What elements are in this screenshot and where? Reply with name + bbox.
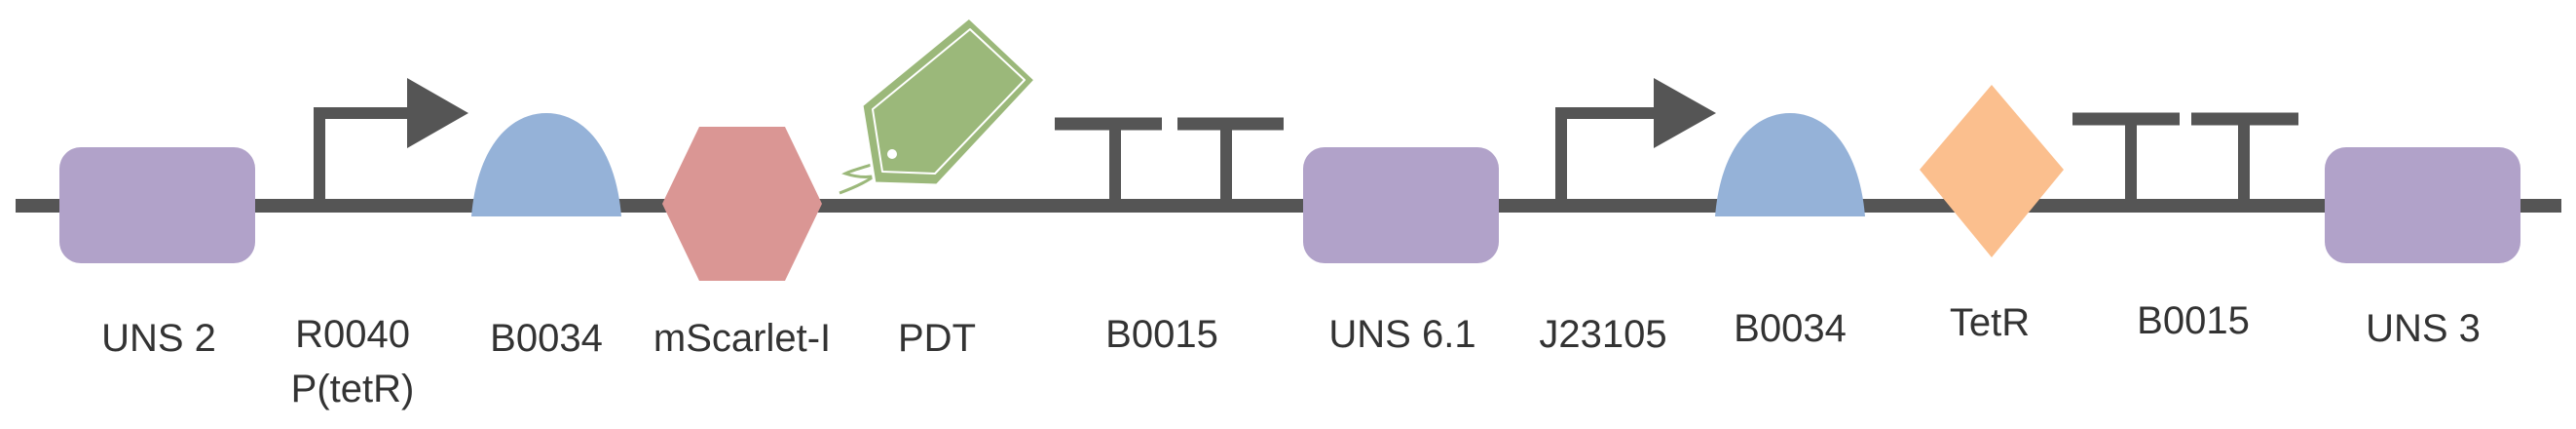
diamond-icon	[1920, 85, 2064, 257]
hexagon-icon	[662, 127, 822, 281]
part-label-uns61: UNS 6.1	[1328, 313, 1475, 356]
part-label-uns2: UNS 2	[101, 317, 216, 360]
part-label-pdt: PDT	[898, 317, 976, 360]
promoter-arrow-icon	[314, 78, 468, 206]
b0034a-part: B0034	[471, 113, 621, 360]
j23105-part: J23105	[1539, 78, 1716, 356]
part-label-b0034a: B0034	[490, 317, 603, 360]
uns3-part: UNS 3	[2325, 147, 2520, 350]
uns2-part: UNS 2	[59, 147, 255, 360]
part-label-b0015a: B0015	[1105, 313, 1218, 356]
uns61-part: UNS 6.1	[1303, 147, 1499, 356]
part-label-mscarlet: mScarlet-I	[653, 317, 831, 360]
rbs-dome-icon	[1715, 113, 1865, 216]
tetr-part: TetR	[1920, 85, 2064, 344]
rounded-rect-icon	[59, 147, 255, 263]
promoter-arrow-icon	[1555, 78, 1716, 206]
part-label-b0015b: B0015	[2137, 299, 2250, 342]
b0015b-part: B0015	[2072, 112, 2298, 342]
double-terminator-icon	[1055, 117, 1284, 206]
b0015a-part: B0015	[1055, 117, 1284, 356]
part-label-tetr: TetR	[1950, 301, 2030, 344]
part-label-b0034b: B0034	[1734, 307, 1847, 350]
rbs-dome-icon	[471, 113, 621, 216]
r0040-part: R0040 P(tetR)	[291, 78, 468, 410]
b0034b-part: B0034	[1715, 113, 1865, 350]
rounded-rect-icon	[1303, 147, 1499, 263]
mscarlet-part: mScarlet-I	[653, 127, 831, 360]
rounded-rect-icon	[2325, 147, 2520, 263]
tag-icon	[839, 16, 1037, 195]
part-label-r0040: R0040	[295, 313, 410, 356]
part-label-j23105: J23105	[1539, 313, 1666, 356]
part-label-uns3: UNS 3	[2366, 307, 2481, 350]
pdt-part: PDT	[839, 16, 1037, 360]
part-label-r0040-line2: P(tetR)	[291, 368, 415, 410]
double-terminator-icon	[2072, 112, 2298, 206]
